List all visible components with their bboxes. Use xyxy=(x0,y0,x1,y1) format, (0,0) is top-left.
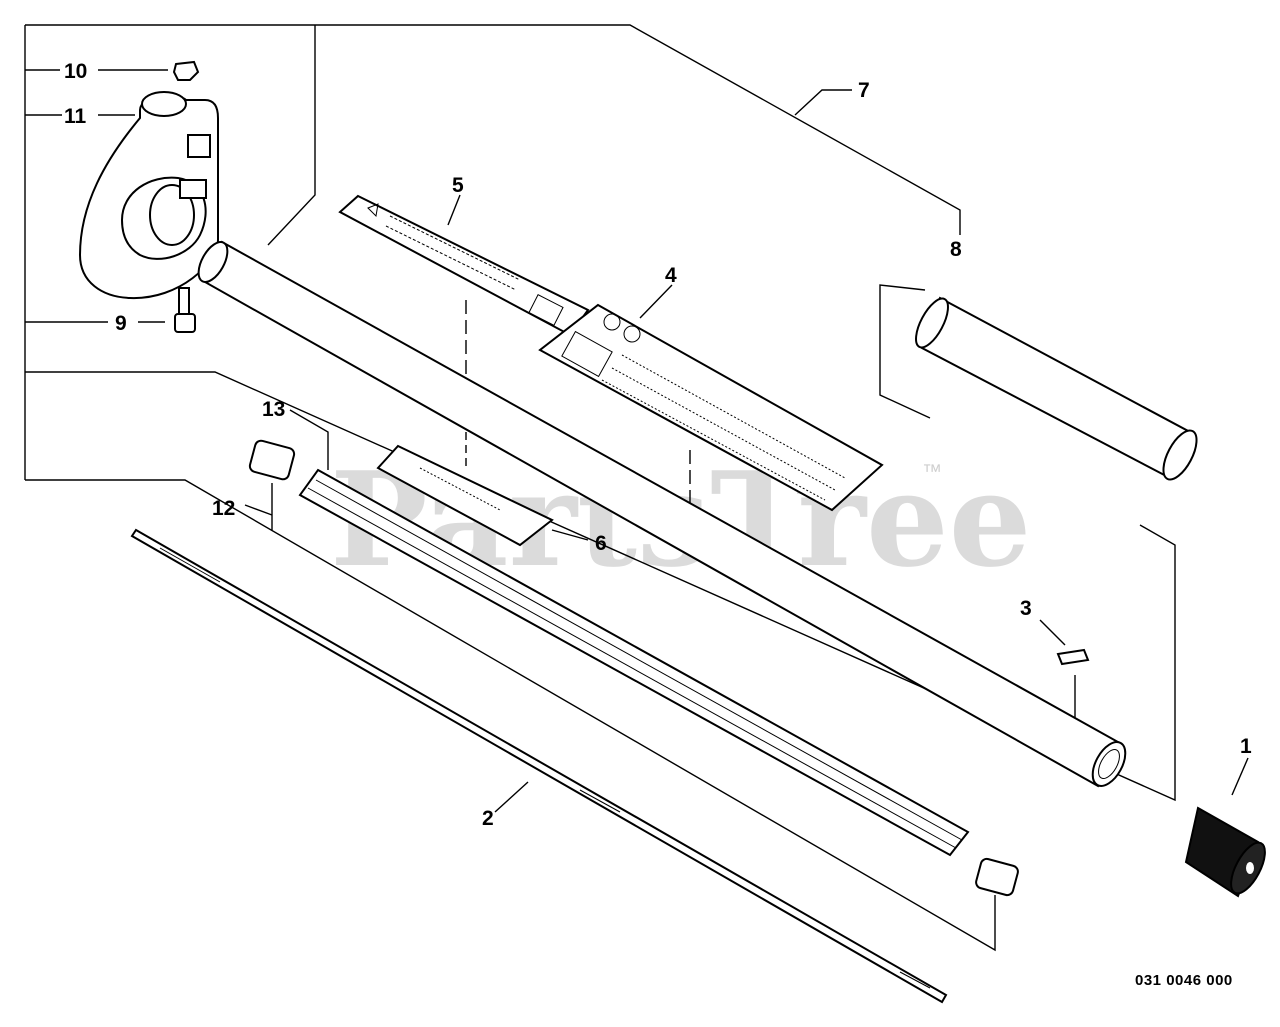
label-4-pictogram xyxy=(561,330,613,378)
leader-lines xyxy=(24,24,1249,952)
grip-end-right xyxy=(1162,429,1198,481)
label-4-icon-a xyxy=(603,313,621,331)
label-5-text-line-b xyxy=(385,225,517,291)
bracket-bore xyxy=(149,184,195,246)
grip-end-left xyxy=(915,297,949,349)
bracket-tube-right xyxy=(25,371,1176,802)
leader-3 xyxy=(1039,619,1066,646)
shaft-body xyxy=(130,528,948,1004)
part-label-small xyxy=(376,444,554,547)
bushing-top-shape xyxy=(248,439,296,481)
leader-12 xyxy=(244,504,273,516)
callout-8: 8 xyxy=(950,238,962,261)
tube-bore-right xyxy=(1098,748,1120,780)
leader-7 xyxy=(794,89,852,116)
bracket-top xyxy=(25,24,961,235)
part-main-tube xyxy=(197,240,1127,788)
watermark-trademark: ™ xyxy=(922,461,942,483)
bracket-grip xyxy=(879,284,931,419)
callout-1: 1 xyxy=(1240,735,1252,758)
label-5-text-line-a xyxy=(389,215,521,281)
part-handle-bracket xyxy=(78,91,219,300)
leader-13 xyxy=(289,409,329,470)
part-bolt xyxy=(174,287,196,333)
leader-1 xyxy=(1231,757,1249,796)
part-bushing-bottom xyxy=(975,857,1019,897)
part-key xyxy=(1056,648,1090,666)
bolt-shank xyxy=(178,287,190,315)
bracket-clamp xyxy=(179,179,207,199)
callout-labels: 1 2 3 4 5 6 7 8 9 10 11 12 13 031 0046 0… xyxy=(64,60,1252,989)
callout-9: 9 xyxy=(115,312,127,335)
callout-5: 5 xyxy=(452,174,464,197)
part-liner xyxy=(298,468,970,857)
diagram-code: 031 0046 000 xyxy=(1135,972,1233,989)
callout-7: 7 xyxy=(858,79,870,102)
leader-2 xyxy=(494,781,529,813)
part-label-warning-small xyxy=(338,194,590,337)
leader-5 xyxy=(447,194,461,226)
bracket-tube-top xyxy=(267,25,316,246)
label-5-pictogram xyxy=(528,294,564,326)
bracket-loop xyxy=(141,91,187,117)
callout-10: 10 xyxy=(64,60,87,83)
label-5-warning-icon xyxy=(367,203,379,218)
label-6-shape xyxy=(376,444,554,547)
knob-hole xyxy=(1246,862,1254,874)
part-bushing-top xyxy=(248,439,296,481)
part-label-warning-large xyxy=(538,303,884,512)
callout-3: 3 xyxy=(1020,597,1032,620)
shaft-mark-mid xyxy=(579,789,621,813)
bracket-bottom xyxy=(25,479,996,952)
callout-6: 6 xyxy=(595,532,607,555)
label-5-shape xyxy=(338,194,590,337)
leader-6 xyxy=(551,529,589,541)
part-drive-shaft xyxy=(130,528,948,1004)
tube-end-right xyxy=(1091,741,1127,787)
nut-shape xyxy=(172,60,200,81)
label-6-text xyxy=(419,467,501,511)
liner-body xyxy=(298,468,970,857)
part-knob xyxy=(1184,806,1266,898)
callout-13: 13 xyxy=(262,398,285,421)
callout-11: 11 xyxy=(64,105,87,128)
part-nut xyxy=(172,60,200,81)
leader-4 xyxy=(639,284,673,319)
shaft-spline-bottom xyxy=(899,971,931,989)
callout-2: 2 xyxy=(482,807,494,830)
shaft-spline-top xyxy=(159,547,221,583)
tube-end-left xyxy=(197,241,229,283)
liner-rib-b xyxy=(307,487,957,849)
bolt-head xyxy=(174,313,196,333)
label-4-icon-b xyxy=(623,325,641,343)
label-4-text-line-a xyxy=(621,354,846,479)
callout-4: 4 xyxy=(665,264,677,287)
label-4-shape xyxy=(538,303,884,512)
key-shape xyxy=(1056,648,1090,666)
callout-12: 12 xyxy=(212,497,235,520)
liner-rib-a xyxy=(315,479,963,841)
bushing-bottom-shape xyxy=(975,857,1019,897)
bracket-slot xyxy=(187,134,211,158)
part-grip xyxy=(915,296,1198,481)
